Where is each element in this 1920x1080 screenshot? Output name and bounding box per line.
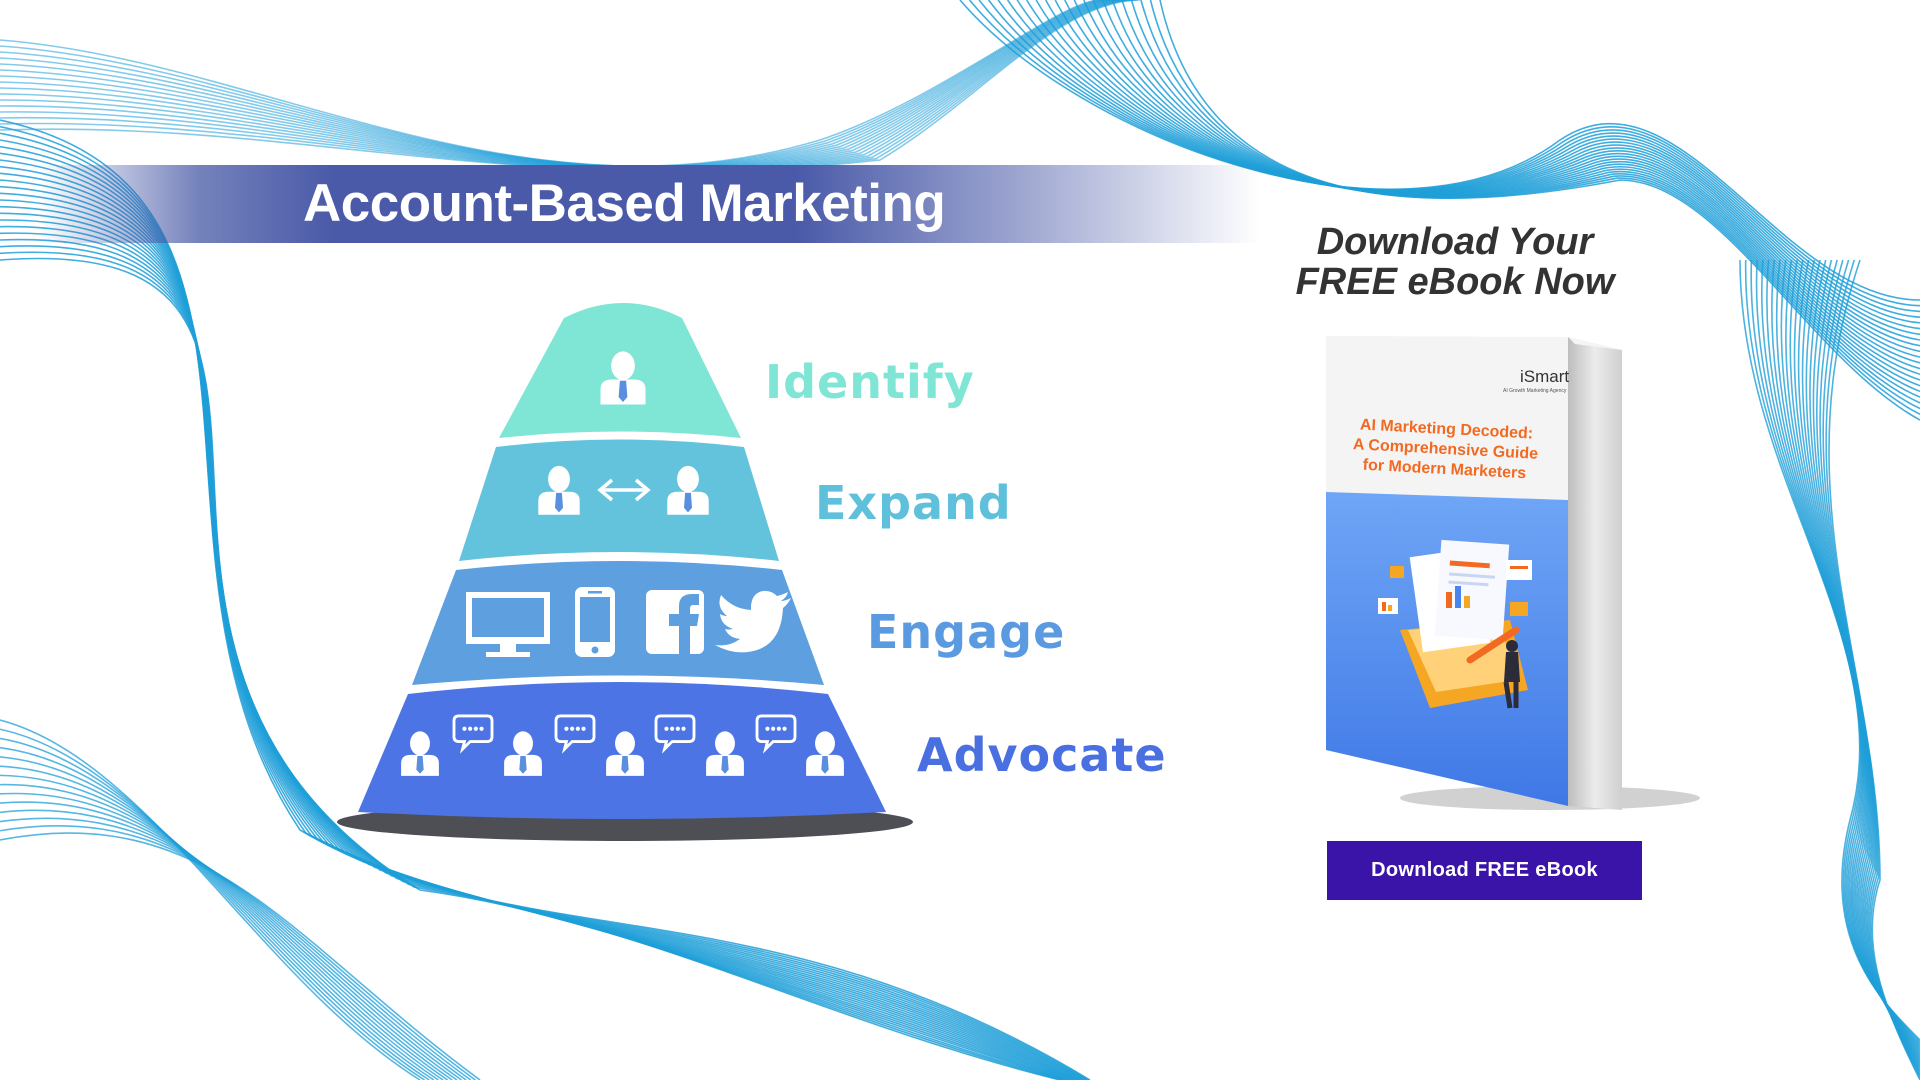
step-label-identify: Identify xyxy=(765,355,975,409)
title-banner xyxy=(40,165,1260,243)
promo-heading-line1: Download Your xyxy=(1316,221,1594,263)
ebook-promo-heading: Download Your FREE eBook Now xyxy=(1240,222,1670,302)
page-title: Account-Based Marketing xyxy=(303,174,946,233)
ebook-brand-tagline: AI Growth Marketing Agency xyxy=(1503,388,1567,394)
promo-heading-line2: FREE eBook Now xyxy=(1295,261,1615,303)
abm-pyramid: .tie{fill:#5a8fe0;} xyxy=(337,303,913,841)
ebook-cover-image[interactable]: iSmart AI Growth Marketing Agency AI Mar… xyxy=(1320,330,1700,820)
step-label-expand: Expand xyxy=(815,476,1012,530)
download-ebook-button[interactable]: Download FREE eBook xyxy=(1327,841,1642,900)
pyramid-tier-expand xyxy=(459,439,779,561)
ebook-illustration xyxy=(1378,539,1532,709)
step-label-engage: Engage xyxy=(867,605,1066,659)
desktop-monitor-icon xyxy=(466,592,550,657)
bidirectional-arrow-icon xyxy=(597,478,651,502)
step-label-advocate: Advocate xyxy=(917,728,1167,782)
smartphone-icon xyxy=(575,587,615,657)
ebook-brand: iSmart xyxy=(1520,367,1569,386)
twitter-icon xyxy=(715,590,791,653)
facebook-icon xyxy=(646,590,704,654)
